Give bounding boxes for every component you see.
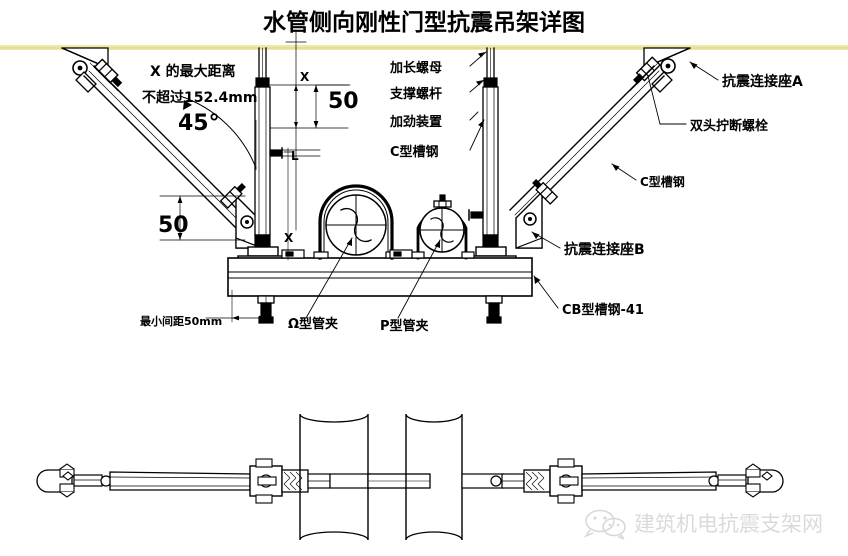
label-stiffener: 加劲装置	[389, 114, 442, 130]
dimension-l: L	[291, 149, 299, 163]
leader-lines	[305, 51, 719, 319]
beam-bolt-right	[485, 295, 503, 324]
dimension-x-left: X	[284, 231, 294, 245]
label-c-channel-center: C型槽钢	[390, 144, 439, 160]
label-angle-45: 45°	[178, 111, 220, 136]
pipe-large-with-omega-clamp	[281, 184, 401, 260]
label-omega-clamp: Ω型管夹	[288, 316, 338, 332]
label-seismic-connector-a: 抗震连接座A	[722, 73, 803, 90]
plan-brace-tube-right	[581, 471, 717, 491]
plan-center-beam	[367, 473, 431, 489]
ceiling-bracket-left	[61, 47, 123, 93]
plan-pipe-1	[299, 413, 369, 541]
label-max-distance-line2: 不超过152.4mm	[142, 89, 257, 106]
ceiling-bracket-right	[633, 47, 691, 93]
label-support-rod: 支撑螺杆	[389, 86, 442, 102]
label-double-head-bolt: 双头拧断螺栓	[690, 118, 768, 134]
dimension-x-top: X	[300, 70, 310, 84]
plan-brace-tube-left	[109, 471, 251, 491]
label-extended-nut: 加长螺母	[389, 60, 442, 76]
angle-arc-45	[179, 95, 257, 169]
plan-view-bottom	[36, 413, 784, 541]
plan-connector-right	[461, 458, 583, 504]
pipe-small-with-p-clamp	[389, 194, 475, 260]
dimension-50-left: 50	[158, 213, 189, 238]
plan-clevis-right	[708, 463, 784, 498]
wechat-icon	[583, 509, 626, 540]
watermark: 建筑机电抗震支架网	[583, 509, 823, 540]
label-p-clamp: P型管夹	[380, 318, 429, 334]
label-seismic-connector-b: 抗震连接座B	[564, 241, 645, 258]
page-title: 水管侧向刚性门型抗震吊架详图	[263, 9, 585, 36]
watermark-text: 建筑机电抗震支架网	[634, 512, 823, 536]
label-min-spacing: 最小间距50mm	[140, 314, 222, 328]
label-c-channel-right: C型槽钢	[640, 174, 685, 189]
label-cb-channel: CB型槽钢-41	[562, 302, 644, 318]
plan-pipe-2	[405, 413, 463, 541]
label-max-distance-line1: X 的最大距离	[150, 63, 236, 80]
plan-clevis-left	[36, 463, 112, 498]
plan-connector-left	[249, 458, 371, 504]
cb-channel-beam	[227, 257, 533, 324]
dimension-50-top: 50	[328, 89, 359, 114]
